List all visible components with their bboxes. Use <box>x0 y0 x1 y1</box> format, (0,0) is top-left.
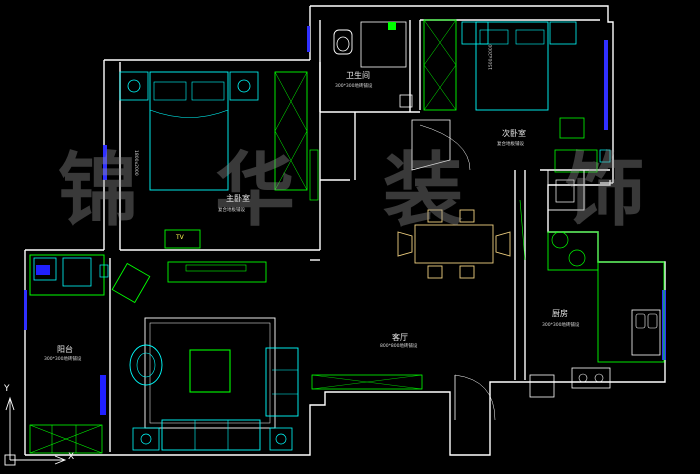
second-bedroom <box>411 19 611 173</box>
kitchen <box>519 169 665 398</box>
kitchen-name: 厨房 <box>552 309 568 318</box>
watermark-char-1: 锦 <box>58 143 138 237</box>
living-room-floor: 800*800地砖铺设 <box>380 344 418 349</box>
watermark-char-2: 华 <box>215 143 295 237</box>
walls <box>24 5 666 456</box>
balcony-name: 阳台 <box>57 345 73 354</box>
master-bedroom-name: 主卧室 <box>226 194 250 203</box>
ucs-axis <box>4 396 67 466</box>
watermark-char-4: 饰 <box>565 143 645 237</box>
living-room-name: 客厅 <box>392 333 408 342</box>
living-room <box>99 261 496 451</box>
bathroom-name: 卫生间 <box>346 71 370 80</box>
watermark-char-3: 装 <box>383 143 463 237</box>
bathroom-floor: 300*300地砖铺设 <box>335 84 373 89</box>
second-bedroom-floor: 复合地板铺设 <box>497 142 524 147</box>
kitchen-floor: 300*300地砖铺设 <box>542 323 580 328</box>
second-bed-dimension: 1500x2000 <box>489 44 494 70</box>
master-bed-dimension: 1800x2000 <box>133 150 138 176</box>
second-bedroom-name: 次卧室 <box>502 129 526 138</box>
axis-x-label: X <box>68 452 75 462</box>
tv-label: TV <box>176 234 184 241</box>
balcony <box>29 254 105 454</box>
axis-y-label: Y <box>4 384 10 394</box>
bathroom <box>333 21 413 108</box>
balcony-floor: 300*300地砖铺设 <box>44 357 82 362</box>
master-bedroom <box>119 71 319 249</box>
master-bedroom-floor: 复合地板铺设 <box>218 208 245 213</box>
dining-set <box>397 209 511 279</box>
